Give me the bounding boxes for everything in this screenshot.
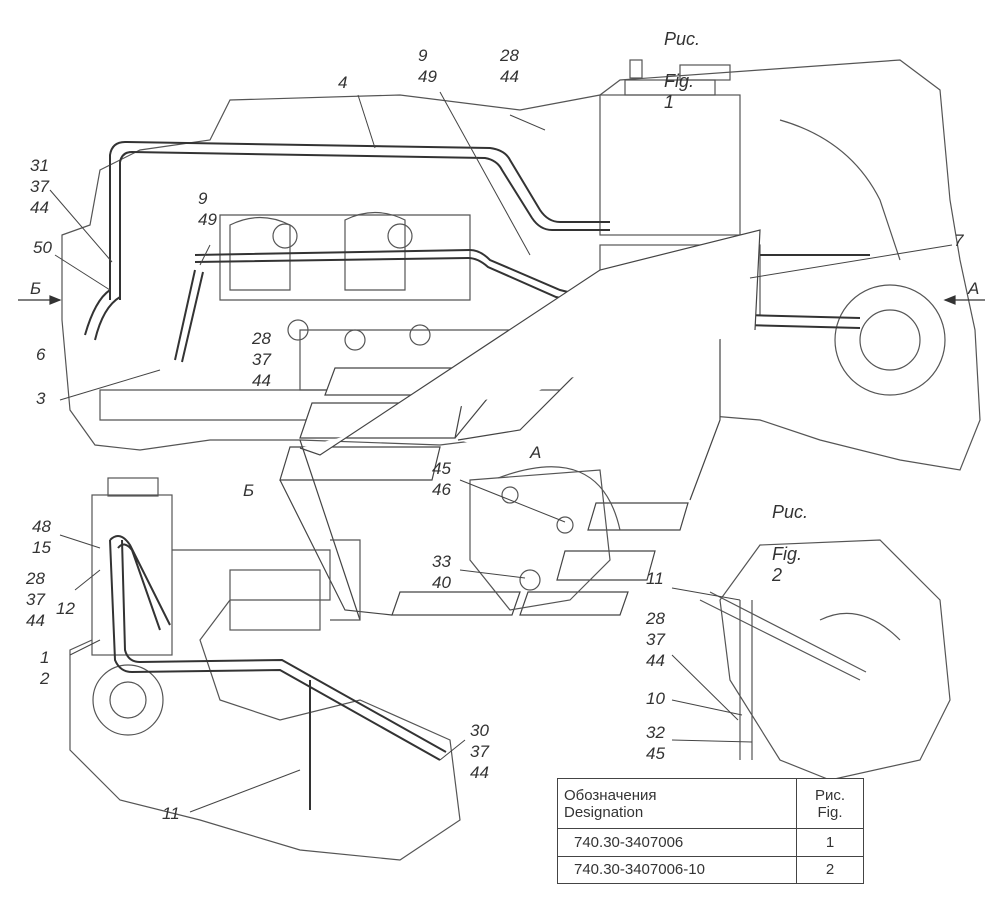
fig1-caption-en: Fig. <box>664 71 695 91</box>
row-designation: 740.30-3407006 <box>557 828 797 857</box>
view-a-label: А <box>530 443 542 462</box>
table-row: 740.30-3407006-10 2 <box>557 855 864 885</box>
callout-9-49-left: 9 49 <box>198 189 217 229</box>
header-designation: Обозначения Designation <box>557 777 797 830</box>
callout-48-15: 48 15 <box>32 517 51 557</box>
callout-28-44-top: 28 44 <box>500 46 519 86</box>
fig2-number: 2 <box>772 565 783 585</box>
fig1-caption: Рис. Fig. 1 <box>654 8 700 113</box>
callout-11-fig2: 11 <box>646 569 664 588</box>
row-figure: 2 <box>796 855 864 885</box>
callout-45-46: 45 46 <box>432 459 451 499</box>
callout-28-37-44-mid: 28 37 44 <box>252 329 271 390</box>
fig2-caption: Рис. Fig. 2 <box>762 481 808 586</box>
hose-pipes-viewb <box>109 535 447 810</box>
fig2-caption-en: Fig. <box>772 544 803 564</box>
engine-top-view <box>61 59 981 471</box>
fig2-detail <box>699 539 951 781</box>
callout-6: 6 <box>36 345 46 364</box>
row-designation: 740.30-3407006-10 <box>557 855 797 885</box>
callout-10: 10 <box>646 689 665 708</box>
fig2-caption-ru: Рис. <box>772 502 809 522</box>
callout-50: 50 <box>33 238 52 257</box>
header-figure-ru: Рис. <box>814 786 846 804</box>
callout-7: 7 <box>954 231 964 250</box>
fig1-number: 1 <box>664 92 675 112</box>
callout-11-bottom: 11 <box>162 804 180 823</box>
arrow-a-label: А <box>968 279 980 298</box>
table-header-row: Обозначения Designation Рис. Fig. <box>557 777 864 830</box>
view-b-assembly <box>69 477 461 861</box>
view-a-detail <box>469 466 621 611</box>
callout-3: 3 <box>36 389 46 408</box>
view-b-label: Б <box>243 481 255 500</box>
callout-33-40: 33 40 <box>432 552 451 592</box>
table-row: 740.30-3407006 1 <box>557 828 864 857</box>
callout-12: 12 <box>56 599 75 618</box>
row-figure: 1 <box>796 828 864 857</box>
callout-9-49-top: 9 49 <box>418 46 437 86</box>
header-designation-ru: Обозначения <box>564 786 657 804</box>
fig1-caption-ru: Рис. <box>664 29 701 49</box>
header-designation-en: Designation <box>564 803 644 821</box>
designation-table: Обозначения Designation Рис. Fig. 740.30… <box>557 777 864 885</box>
callout-4: 4 <box>338 73 348 92</box>
callout-32-45: 32 45 <box>646 723 665 763</box>
header-figure-en: Fig. <box>817 803 843 821</box>
callout-31-37-44: 31 37 44 <box>30 156 49 217</box>
callout-28-37-44-left: 28 37 44 <box>26 569 45 630</box>
section-bands <box>279 229 761 621</box>
callout-28-37-44-fig2: 28 37 44 <box>646 609 665 670</box>
arrow-b-label: Б <box>30 279 42 298</box>
callout-30-37-44: 30 37 44 <box>470 721 489 782</box>
callout-1-2: 1 2 <box>40 648 50 688</box>
hose-pipes-fig1 <box>84 140 870 363</box>
leader-lines <box>49 91 953 813</box>
header-figure: Рис. Fig. <box>796 777 864 830</box>
view-arrows <box>18 295 985 305</box>
